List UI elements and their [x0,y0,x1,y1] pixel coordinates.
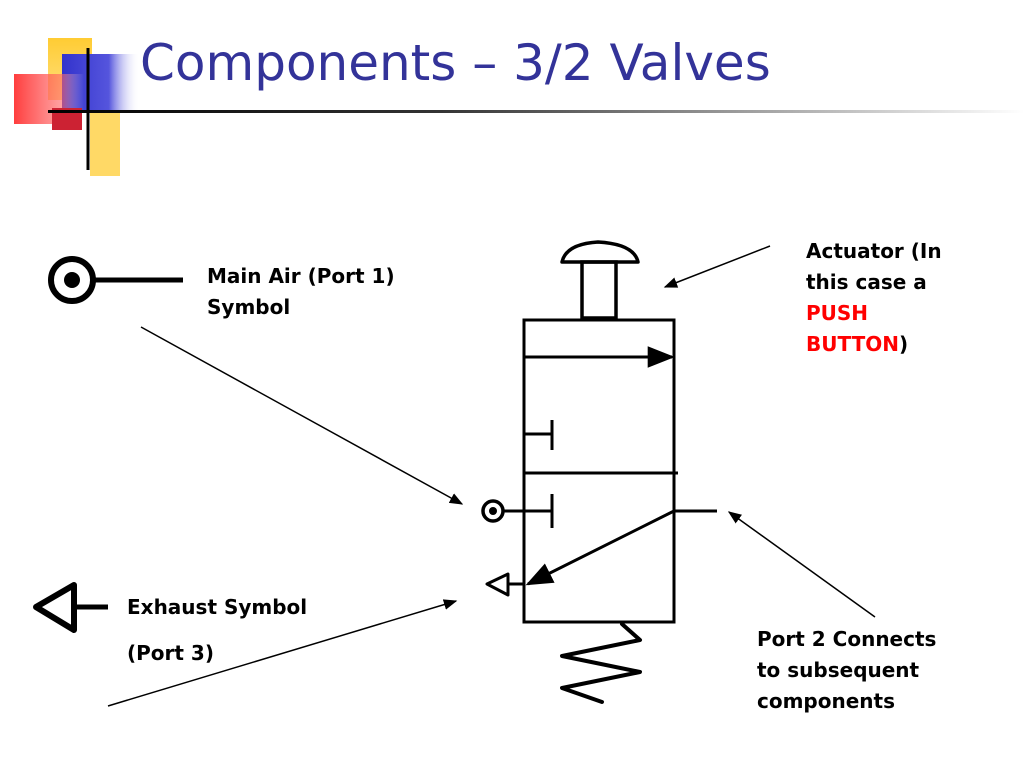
slide-logo [14,38,140,176]
port-2-pointer-arrow [727,511,876,618]
valve-body [522,318,678,624]
port-2-label-line-3: components [757,689,895,713]
main-air-pointer-arrow [140,326,464,505]
upper-position-flow-path [524,346,675,450]
logo-yellow-strip [90,110,120,176]
main-air-label-line-2: Symbol [207,295,291,319]
return-spring [560,622,642,704]
port-2-label-line-2: to subsequent [757,658,920,682]
slide-title: Components – 3/2 Valves [140,34,771,92]
exhaust-legend-symbol [33,582,108,633]
exhaust-label-line-2: (Port 3) [127,641,214,665]
port-1-supply-symbol [481,499,524,523]
port-2-label-line-1: Port 2 Connects [757,627,937,651]
logo-red-dark-block [52,108,82,130]
main-air-label: Main Air (Port 1) Symbol [207,261,395,323]
push-button-highlight: BUTTON [806,332,899,356]
actuator-label-line-4: BUTTON) [806,329,942,360]
actuator-pointer-arrow [663,245,771,288]
port-3-exhaust-symbol [485,572,524,597]
lower-position-flow-path [524,494,675,586]
main-air-label-line-1: Main Air (Port 1) [207,264,395,288]
main-air-legend-symbol [48,256,183,304]
title-divider [48,110,1024,113]
actuator-label: Actuator (In this case a PUSH BUTTON) [806,236,942,360]
port-2-label: Port 2 Connects to subsequent components [757,624,936,717]
actuator-label-line-3: PUSH [806,301,869,325]
actuator-label-line-1: Actuator (In [806,239,942,263]
exhaust-pointer-arrow [107,599,458,707]
actuator-label-close-paren: ) [898,332,909,356]
exhaust-label-line-1: Exhaust Symbol [127,595,308,619]
actuator-label-line-2: this case a [806,270,927,294]
push-button-actuator [560,240,640,320]
